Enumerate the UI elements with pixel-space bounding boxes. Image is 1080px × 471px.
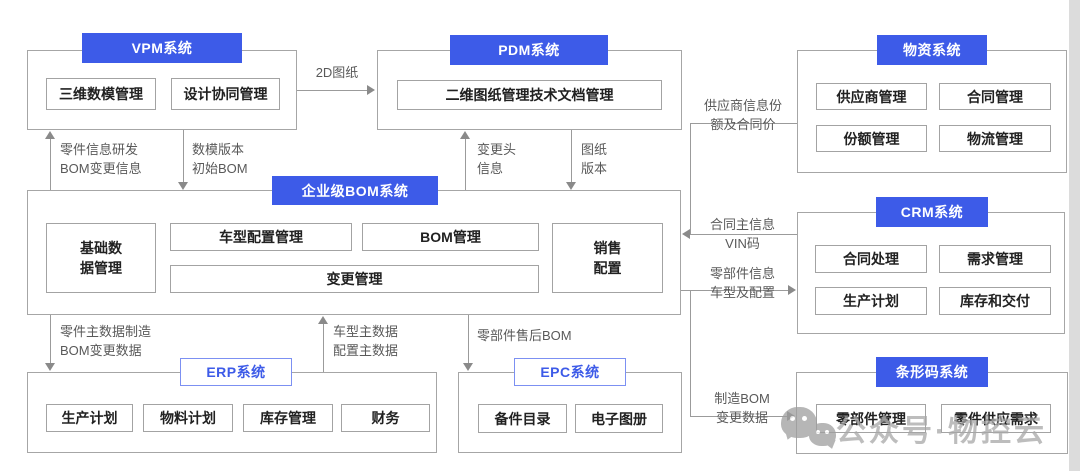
arrowhead-up <box>318 316 328 324</box>
system-badge-pdm: PDM系统 <box>450 35 608 65</box>
system-badge-epc: EPC系统 <box>514 358 626 386</box>
connection-label: 零件主数据制造 BOM变更数据 <box>60 324 152 358</box>
connection-label: 数模版本 初始BOM <box>192 142 248 176</box>
connection-label: 零部件信息 车型及配置 <box>709 266 775 300</box>
module-box: 变更管理 <box>170 265 539 293</box>
connector-line <box>183 130 184 183</box>
module-box: 生产计划 <box>815 287 927 315</box>
arrowhead-right <box>367 85 375 95</box>
connection-label: 制造BOM 变更数据 <box>714 391 770 425</box>
wechat-icon-small <box>809 423 838 451</box>
arrowhead-left <box>682 229 690 239</box>
connection-label: 车型主数据 配置主数据 <box>333 324 399 358</box>
connector-line <box>297 90 369 91</box>
arrowhead-down <box>566 182 576 190</box>
module-box: 电子图册 <box>575 404 663 433</box>
module-box: 备件目录 <box>478 404 567 433</box>
arrowhead-up <box>460 131 470 139</box>
connector-line <box>690 123 691 234</box>
connector-line <box>690 123 797 124</box>
module-box: 份额管理 <box>816 125 927 152</box>
system-box-material <box>797 50 1067 173</box>
connection-label: 图纸 版本 <box>581 142 608 176</box>
module-box: 财务 <box>341 404 430 432</box>
module-box: 库存和交付 <box>939 287 1051 315</box>
module-box: BOM管理 <box>362 223 539 251</box>
connection-label: 供应商信息份 额及合同价 <box>703 98 782 132</box>
connector-line <box>681 290 789 291</box>
module-box: 物料计划 <box>143 404 233 432</box>
module-box: 基础数据管理 <box>46 223 156 293</box>
arrowhead-down <box>463 363 473 371</box>
system-badge-erp: ERP系统 <box>180 358 292 386</box>
connector-line <box>571 130 572 183</box>
connector-line <box>465 138 466 190</box>
connection-label: 零件信息研发 BOM变更信息 <box>60 142 142 176</box>
system-badge-vpm: VPM系统 <box>82 33 242 63</box>
connection-label: 零部件售后BOM <box>477 328 572 343</box>
module-box: 需求管理 <box>939 245 1051 273</box>
watermark-text: 公众号·物控云 <box>836 415 1047 448</box>
connection-label: 变更头 信息 <box>477 142 517 176</box>
connector-line <box>690 416 788 417</box>
connector-line <box>323 323 324 372</box>
module-box: 零件供应需求 <box>941 404 1051 433</box>
module-box: 物流管理 <box>939 125 1051 152</box>
module-box: 生产计划 <box>46 404 133 432</box>
arrowhead-up <box>45 131 55 139</box>
module-box: 三维数模管理 <box>46 78 156 110</box>
connection-label: 2D图纸 <box>315 65 359 80</box>
module-box: 二维图纸管理技术文档管理 <box>397 80 662 110</box>
arrowhead-down <box>45 363 55 371</box>
module-box: 合同处理 <box>815 245 927 273</box>
system-badge-bom: 企业级BOM系统 <box>272 176 438 205</box>
module-box: 销售配置 <box>552 223 663 293</box>
module-box: 合同管理 <box>939 83 1051 110</box>
arrowhead-right <box>788 285 796 295</box>
system-badge-barcode: 条形码系统 <box>876 357 988 387</box>
connector-line <box>690 290 691 417</box>
module-box: 车型配置管理 <box>170 223 352 251</box>
system-badge-material: 物资系统 <box>877 35 987 65</box>
page-right-gutter <box>1069 0 1080 471</box>
connector-line <box>50 315 51 364</box>
connection-label: 合同主信息 VIN码 <box>709 217 775 251</box>
module-box: 供应商管理 <box>816 83 927 110</box>
arrowhead-down <box>178 182 188 190</box>
connector-line <box>50 138 51 190</box>
system-badge-crm: CRM系统 <box>876 197 988 227</box>
connector-line <box>689 234 797 235</box>
module-box: 设计协同管理 <box>171 78 280 110</box>
module-box: 库存管理 <box>243 404 333 432</box>
system-box-crm <box>797 212 1065 334</box>
connector-line <box>468 315 469 364</box>
